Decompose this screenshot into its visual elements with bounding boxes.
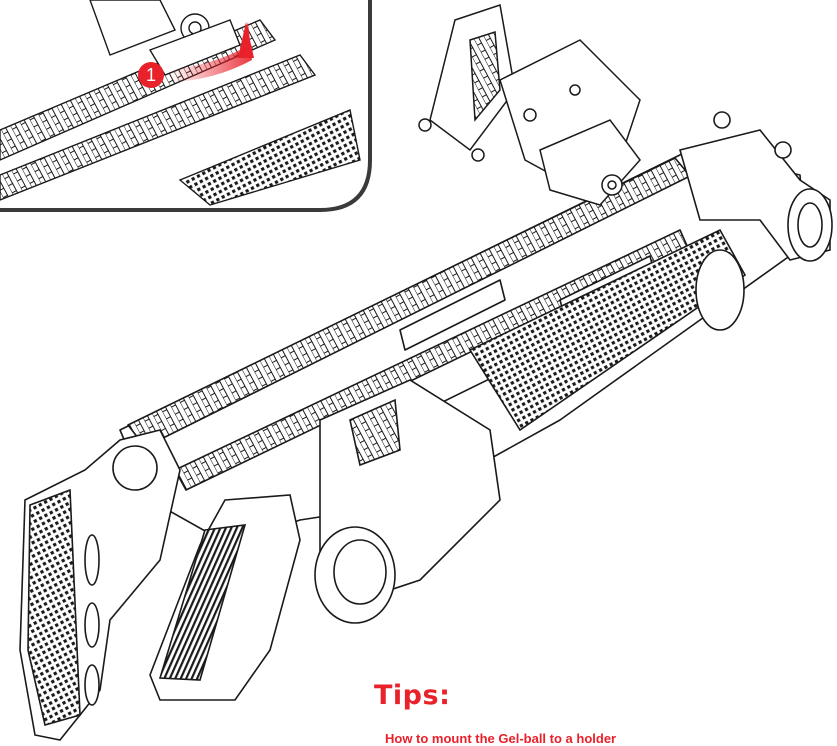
detail-inset [0, 0, 372, 212]
sight-holder [418, 4, 641, 206]
step-badge: 1 [138, 62, 164, 88]
lower-tube [468, 228, 747, 432]
barrel-assembly [679, 111, 833, 262]
pistol-grip [149, 494, 301, 701]
tips-title: Tips: [374, 680, 451, 711]
trigger-group [314, 379, 501, 624]
tips-text: How to mount the Gel-ball to a holder [385, 731, 617, 746]
curved-arrow-icon [170, 22, 252, 82]
stock [19, 429, 181, 741]
